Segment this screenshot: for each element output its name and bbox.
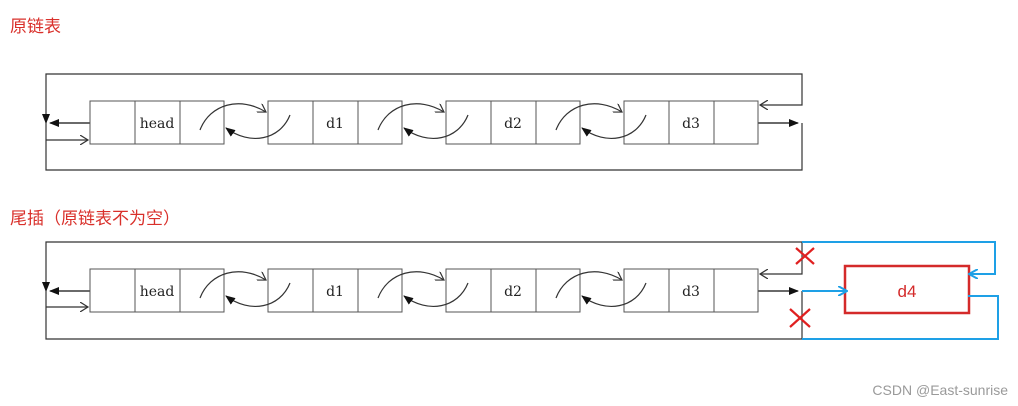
tail-link-top [42, 241, 418, 292]
node-label: head [140, 284, 175, 300]
node-d3: d3 [623, 100, 759, 145]
node-d4-new: d4 [843, 264, 971, 315]
watermark: CSDN @East-sunrise [872, 382, 1008, 398]
new-links [802, 241, 999, 340]
removed-link-crosses [789, 247, 815, 328]
node-label: d2 [504, 116, 522, 132]
original-list: head d1 d2 d3 [42, 73, 803, 171]
cross-icon [789, 308, 811, 328]
node-head: head [89, 268, 225, 313]
cross-icon [795, 247, 815, 265]
section-title-tail-insert: 尾插（原链表不为空） [10, 209, 180, 229]
node-d1: d1 [267, 268, 403, 313]
tail-insert-list: head d1 d2 d3 [42, 241, 999, 340]
node-label: d3 [682, 116, 700, 132]
head-prev-to-d4 [802, 241, 996, 274]
inter-node-links [199, 271, 647, 307]
node-label: d2 [504, 284, 522, 300]
node-d1: d1 [267, 100, 403, 145]
section-title-original: 原链表 [10, 17, 61, 37]
head-prev-link [418, 73, 803, 105]
d4-next-to-head [802, 295, 999, 340]
node-label: d1 [326, 284, 344, 300]
node-head: head [89, 100, 225, 145]
inter-node-links [199, 103, 647, 139]
node-d2: d2 [445, 268, 581, 313]
node-d2: d2 [445, 100, 581, 145]
node-label: head [140, 116, 175, 132]
node-label: d1 [326, 116, 344, 132]
tail-link-top [42, 73, 418, 124]
bottom-loop [45, 123, 803, 171]
node-d3: d3 [623, 268, 759, 313]
node-label: d4 [898, 282, 917, 301]
node-label: d3 [682, 284, 700, 300]
